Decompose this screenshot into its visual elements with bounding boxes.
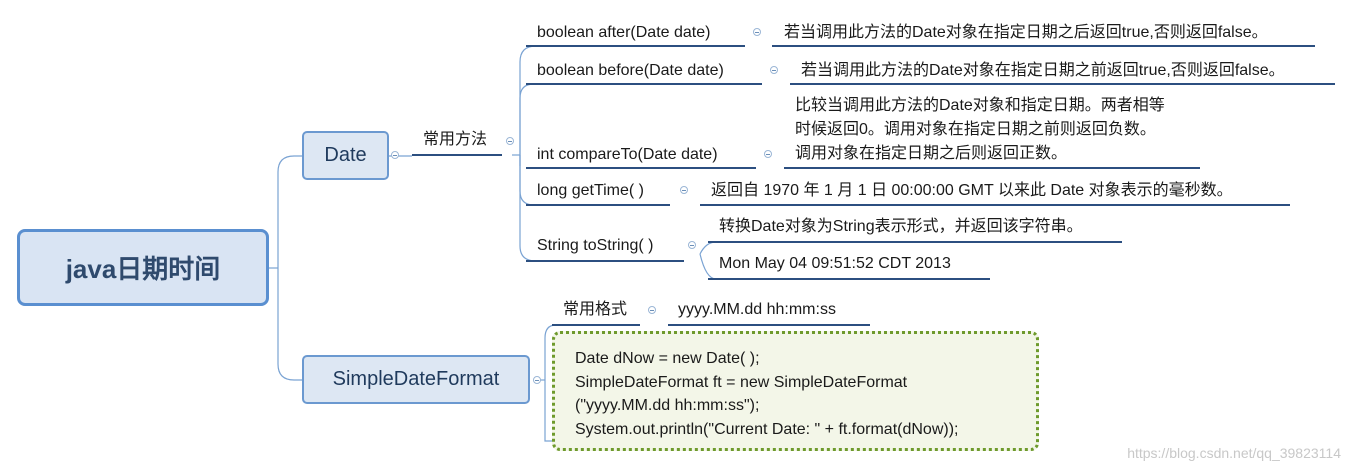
- method-tostring[interactable]: String toString( ): [537, 237, 654, 254]
- method-after-description: 若当调用此方法的Date对象在指定日期之后返回true,否则返回false。: [784, 24, 1268, 41]
- before-collapse-icon[interactable]: [770, 66, 778, 74]
- root-node[interactable]: java日期时间: [17, 229, 269, 306]
- compareto-collapse-icon[interactable]: [764, 150, 772, 158]
- code-example-box: Date dNow = new Date( ); SimpleDateForma…: [552, 331, 1039, 451]
- date-label: Date: [324, 144, 367, 166]
- method-tostring-description: 转换Date对象为String表示形式，并返回该字符串。: [719, 218, 1083, 235]
- simpledateformat-node[interactable]: SimpleDateFormat: [302, 355, 530, 404]
- sdf-collapse-icon[interactable]: [533, 376, 541, 384]
- tostring-collapse-icon[interactable]: [688, 241, 696, 249]
- date-node[interactable]: Date: [302, 131, 389, 180]
- methods-collapse-icon[interactable]: [506, 137, 514, 145]
- code-line: ("yyyy.MM.dd hh:mm:ss");: [575, 397, 760, 414]
- root-label: java日期时间: [65, 254, 221, 284]
- watermark: https://blog.csdn.net/qq_39823114: [1127, 445, 1341, 461]
- format-collapse-icon[interactable]: [648, 306, 656, 314]
- method-before[interactable]: boolean before(Date date): [537, 62, 724, 79]
- method-gettime-description: 返回自 1970 年 1 月 1 日 00:00:00 GMT 以来此 Date…: [711, 182, 1233, 199]
- methods-group-label[interactable]: 常用方法: [423, 131, 488, 148]
- format-value: yyyy.MM.dd hh:mm:ss: [678, 301, 836, 318]
- code-line: System.out.println("Current Date: " + ft…: [575, 420, 959, 438]
- method-before-description: 若当调用此方法的Date对象在指定日期之前返回true,否则返回false。: [801, 62, 1285, 79]
- after-collapse-icon[interactable]: [753, 28, 761, 36]
- code-line: SimpleDateFormat ft = new SimpleDateForm…: [575, 373, 908, 391]
- method-after[interactable]: boolean after(Date date): [537, 24, 711, 41]
- code-line: Date dNow = new Date( );: [575, 350, 760, 367]
- simpledateformat-label: SimpleDateFormat: [332, 368, 500, 390]
- method-compareto[interactable]: int compareTo(Date date): [537, 146, 718, 163]
- method-tostring-example: Mon May 04 09:51:52 CDT 2013: [719, 255, 951, 272]
- gettime-collapse-icon[interactable]: [680, 186, 688, 194]
- method-compareto-description-line-1: 比较当调用此方法的Date对象和指定日期。两者相等: [795, 97, 1165, 114]
- method-gettime[interactable]: long getTime( ): [537, 182, 644, 199]
- method-compareto-description-line-2: 时候返回0。调用对象在指定日期之前则返回负数。: [795, 121, 1156, 138]
- date-collapse-icon[interactable]: [391, 151, 399, 159]
- method-compareto-description-line-3: 调用对象在指定日期之后则返回正数。: [795, 145, 1068, 162]
- format-group-label[interactable]: 常用格式: [563, 301, 628, 318]
